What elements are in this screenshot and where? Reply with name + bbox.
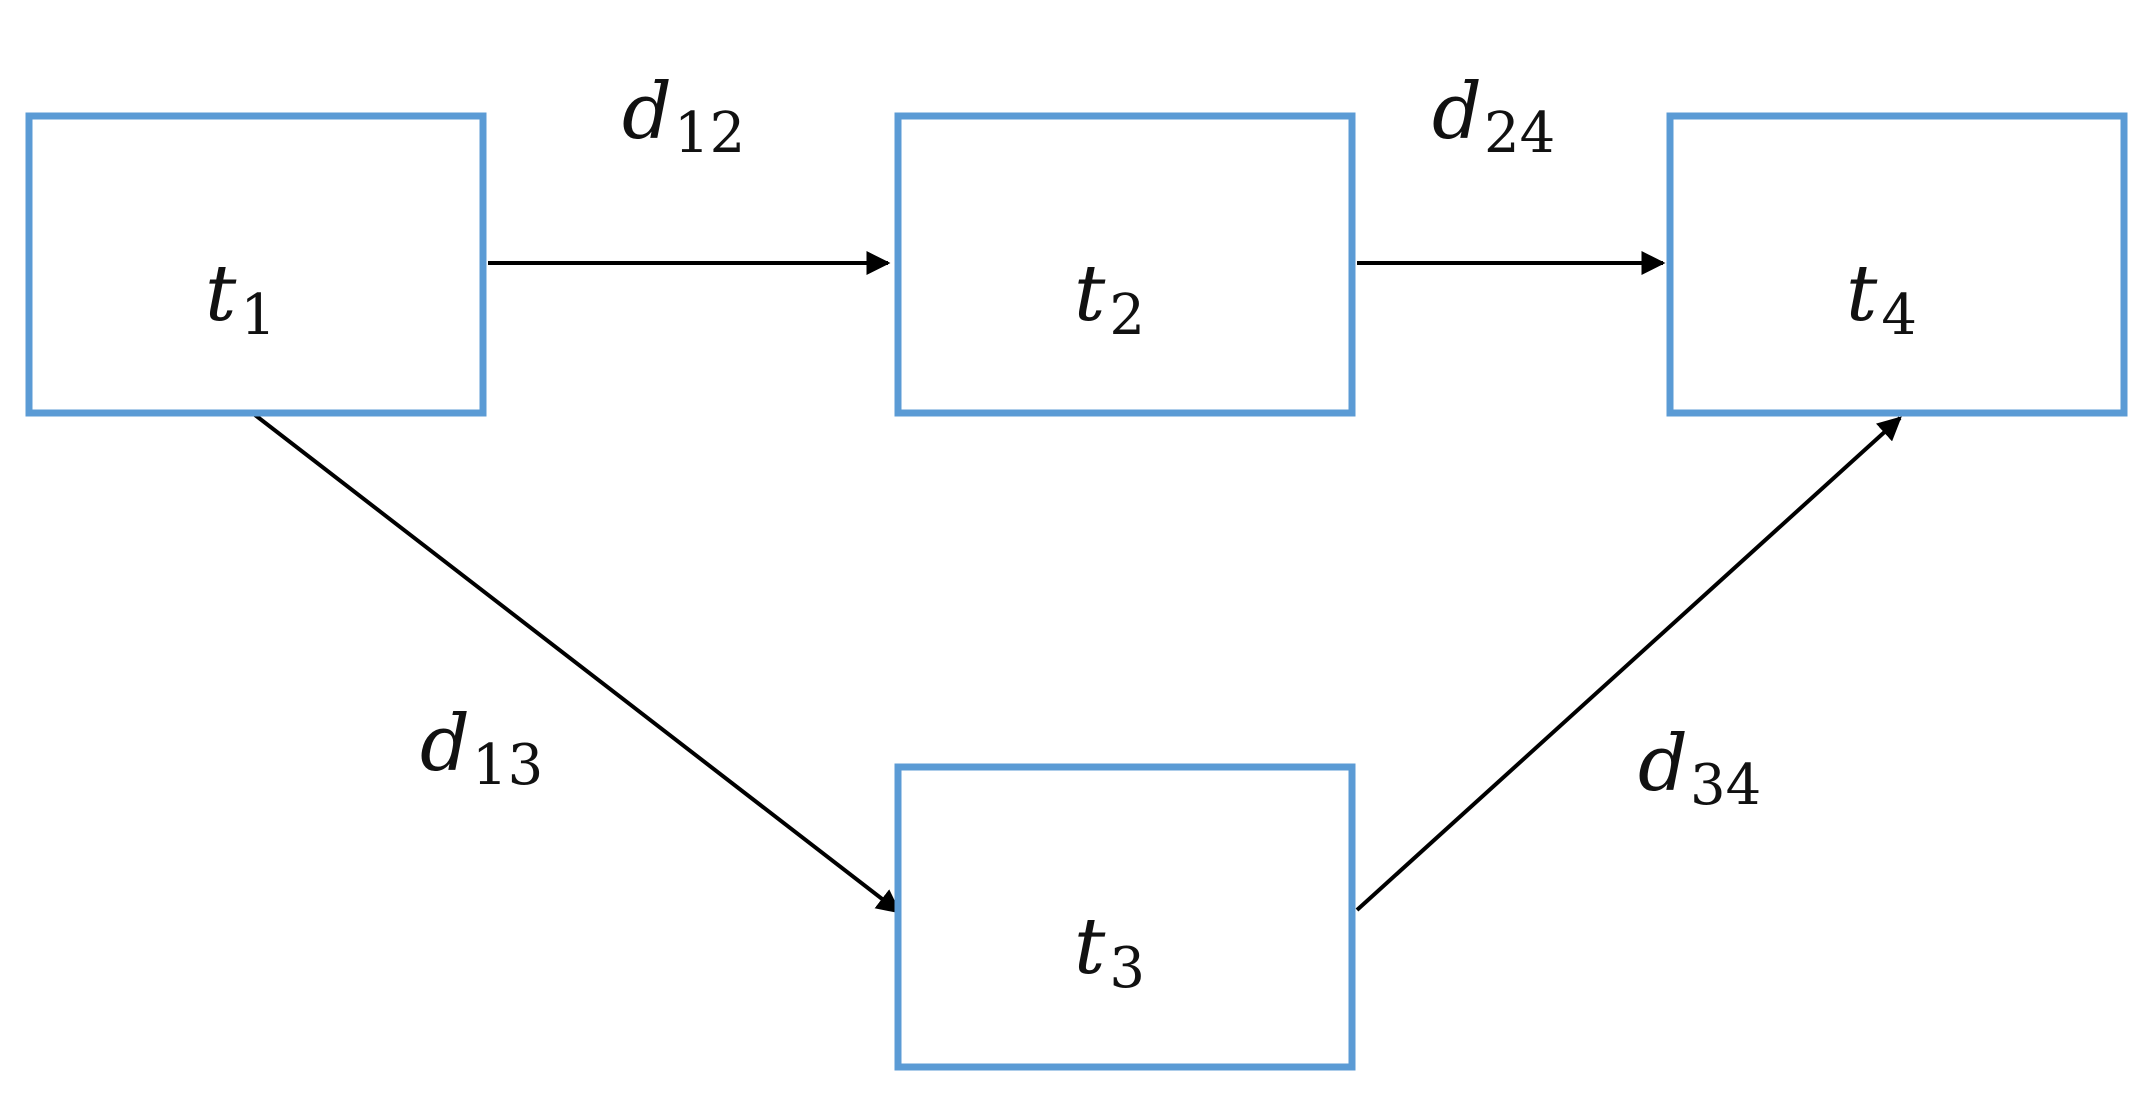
node-t3-box	[894, 763, 1356, 1071]
edge-t1-t3-sub: 13	[472, 733, 543, 798]
edge-t1-t3-var: d	[420, 699, 470, 789]
node-t3-sub: 3	[1109, 936, 1145, 1001]
edge-t1-t2-label: d12	[622, 67, 745, 166]
node-t4-sub: 4	[1881, 283, 1917, 348]
node-t1-label: t1	[205, 249, 276, 348]
node-t3-label: t3	[1074, 902, 1145, 1001]
node-t3-var: t	[1074, 902, 1106, 992]
edge-t3-t4-var: d	[1638, 719, 1688, 809]
node-t4-box	[1666, 112, 2128, 417]
node-t1-sub: 1	[240, 283, 276, 348]
edge-t1-t3-arrow	[253, 413, 901, 914]
edge-t3-t4-sub: 34	[1690, 753, 1761, 818]
edge-t1-t2-sub: 12	[674, 101, 745, 166]
edge-t3-t4-label: d34	[1638, 719, 1761, 818]
node-t2-var: t	[1074, 249, 1106, 339]
edge-t2-t4-label: d24	[1432, 67, 1555, 166]
node-t2-box	[894, 112, 1356, 417]
node-t1-var: t	[205, 249, 237, 339]
node-t2-sub: 2	[1109, 283, 1145, 348]
edge-t2-t4-sub: 24	[1484, 101, 1555, 166]
edge-t3-t4-arrow	[1355, 416, 1902, 912]
node-t1-box	[25, 112, 487, 417]
node-t4-var: t	[1846, 249, 1878, 339]
edge-t2-t4-var: d	[1432, 67, 1482, 157]
node-t4-label: t4	[1846, 249, 1917, 348]
node-t2-label: t2	[1074, 249, 1145, 348]
edge-t1-t2-var: d	[622, 67, 672, 157]
edge-t1-t3-label: d13	[420, 699, 543, 798]
